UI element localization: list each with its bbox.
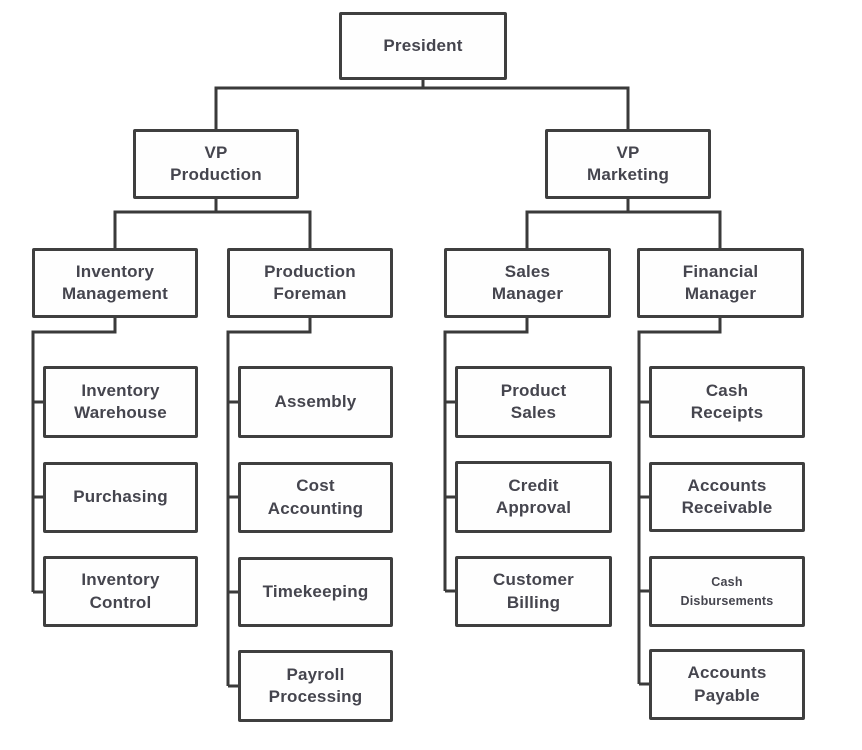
node-credit-approval-label: Credit Approval <box>495 475 572 517</box>
node-cost-accounting: Cost Accounting <box>238 462 393 533</box>
node-financial-manager: Financial Manager <box>637 248 804 318</box>
node-president: President <box>339 12 507 80</box>
node-cash-receipts-label: Cash Receipts <box>690 380 764 422</box>
node-timekeeping: Timekeeping <box>238 557 393 627</box>
node-purchasing-label: Purchasing <box>73 487 168 507</box>
connector-vp-production-to-children <box>113 199 312 248</box>
node-inventory-management-label: Inventory Management <box>62 261 168 303</box>
node-assembly: Assembly <box>238 366 393 438</box>
node-vp-marketing: VP Marketing <box>545 129 711 199</box>
connector-production-foreman-trunk <box>226 318 312 688</box>
node-timekeeping-label: Timekeeping <box>262 581 369 601</box>
node-vp-production-label: VP Production <box>170 142 262 184</box>
node-cash-disbursements-label: Cash Disbursements <box>680 574 774 608</box>
node-product-sales: Product Sales <box>455 366 612 438</box>
node-president-label: President <box>383 35 463 55</box>
node-inventory-control-label: Inventory Control <box>81 570 160 612</box>
node-production-foreman-label: Production Foreman <box>264 261 356 303</box>
connector-inventory-management-trunk <box>31 318 117 594</box>
node-inventory-management: Inventory Management <box>32 248 198 318</box>
connector-sales-manager-trunk <box>443 318 529 593</box>
node-credit-approval: Credit Approval <box>455 461 612 533</box>
node-customer-billing: Customer Billing <box>455 556 612 627</box>
node-product-sales-label: Product Sales <box>500 380 567 422</box>
node-inventory-control: Inventory Control <box>43 556 198 627</box>
node-inventory-warehouse-label: Inventory Warehouse <box>74 380 167 422</box>
node-accounts-receivable-label: Accounts Receivable <box>681 475 773 517</box>
node-vp-marketing-label: VP Marketing <box>586 142 670 184</box>
node-vp-production: VP Production <box>133 129 299 199</box>
node-financial-manager-label: Financial Manager <box>682 261 759 303</box>
node-cost-accounting-label: Cost Accounting <box>267 476 364 518</box>
node-accounts-payable-label: Accounts Payable <box>687 663 767 705</box>
node-accounts-receivable: Accounts Receivable <box>649 462 805 532</box>
node-inventory-warehouse: Inventory Warehouse <box>43 366 198 438</box>
node-purchasing: Purchasing <box>43 462 198 533</box>
node-production-foreman: Production Foreman <box>227 248 393 318</box>
node-sales-manager-label: Sales Manager <box>491 261 564 303</box>
node-payroll-processing: Payroll Processing <box>238 650 393 722</box>
connector-financial-manager-trunk <box>637 318 722 686</box>
node-payroll-processing-label: Payroll Processing <box>268 664 363 706</box>
connector-vp-marketing-to-children <box>525 199 722 248</box>
node-sales-manager: Sales Manager <box>444 248 611 318</box>
node-assembly-label: Assembly <box>274 391 357 411</box>
node-customer-billing-label: Customer Billing <box>493 570 574 612</box>
connector-president-to-vps <box>214 80 630 129</box>
node-cash-disbursements: Cash Disbursements <box>649 556 805 627</box>
node-cash-receipts: Cash Receipts <box>649 366 805 438</box>
node-accounts-payable: Accounts Payable <box>649 649 805 720</box>
